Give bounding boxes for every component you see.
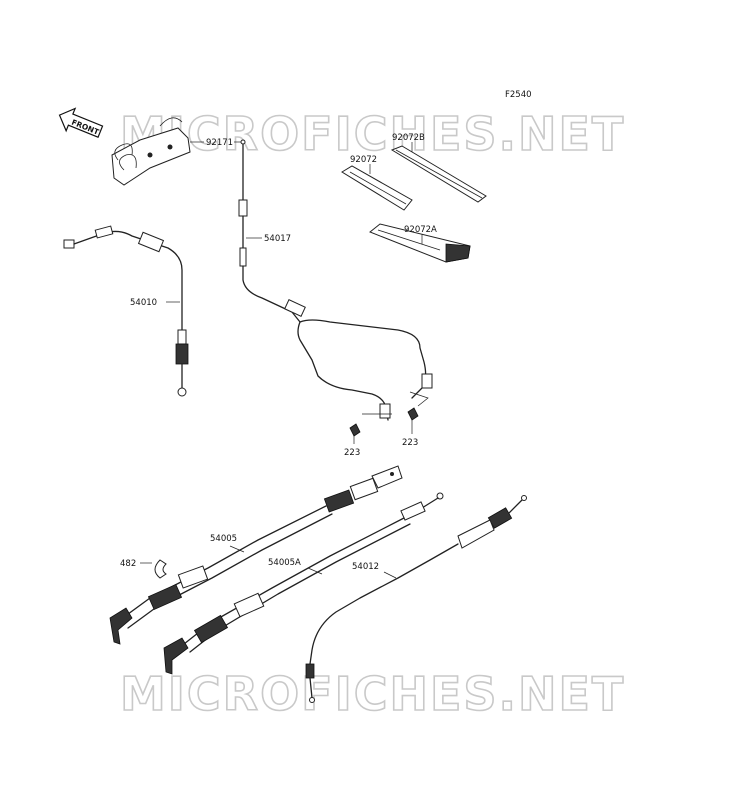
- clip-223-right: [407, 407, 419, 421]
- cable-54005A: [163, 492, 444, 675]
- diagram-code: F2540: [505, 90, 532, 100]
- cable-54012: [305, 495, 527, 703]
- label-92072B: 92072B: [392, 133, 425, 143]
- clip-482: [154, 559, 167, 579]
- front-arrow-icon: FRONT: [58, 107, 104, 138]
- label-54012: 54012: [352, 562, 379, 572]
- watermark-top: MICROFICHES.NET: [120, 107, 625, 161]
- label-92171: 92171: [206, 138, 233, 148]
- clip-223-left: [349, 423, 361, 437]
- label-54017: 54017: [264, 234, 291, 244]
- cable-54010: [63, 225, 189, 397]
- cable-tie-92072B: [390, 145, 487, 203]
- watermark-bottom: MICROFICHES.NET: [120, 667, 625, 721]
- cable-54017: [238, 139, 433, 421]
- label-54010: 54010: [130, 298, 157, 308]
- label-92072: 92072: [350, 155, 377, 165]
- bracket-92171: [111, 117, 191, 186]
- label-223-left: 223: [344, 448, 360, 458]
- label-54005: 54005: [210, 534, 237, 544]
- label-92072A: 92072A: [404, 225, 437, 235]
- cable-tie-92072: [341, 165, 413, 211]
- cable-54005: [109, 465, 403, 645]
- label-482: 482: [120, 559, 136, 569]
- label-54005A: 54005A: [268, 558, 301, 568]
- cable-tie-92072A: [369, 223, 471, 263]
- label-223-right: 223: [402, 438, 418, 448]
